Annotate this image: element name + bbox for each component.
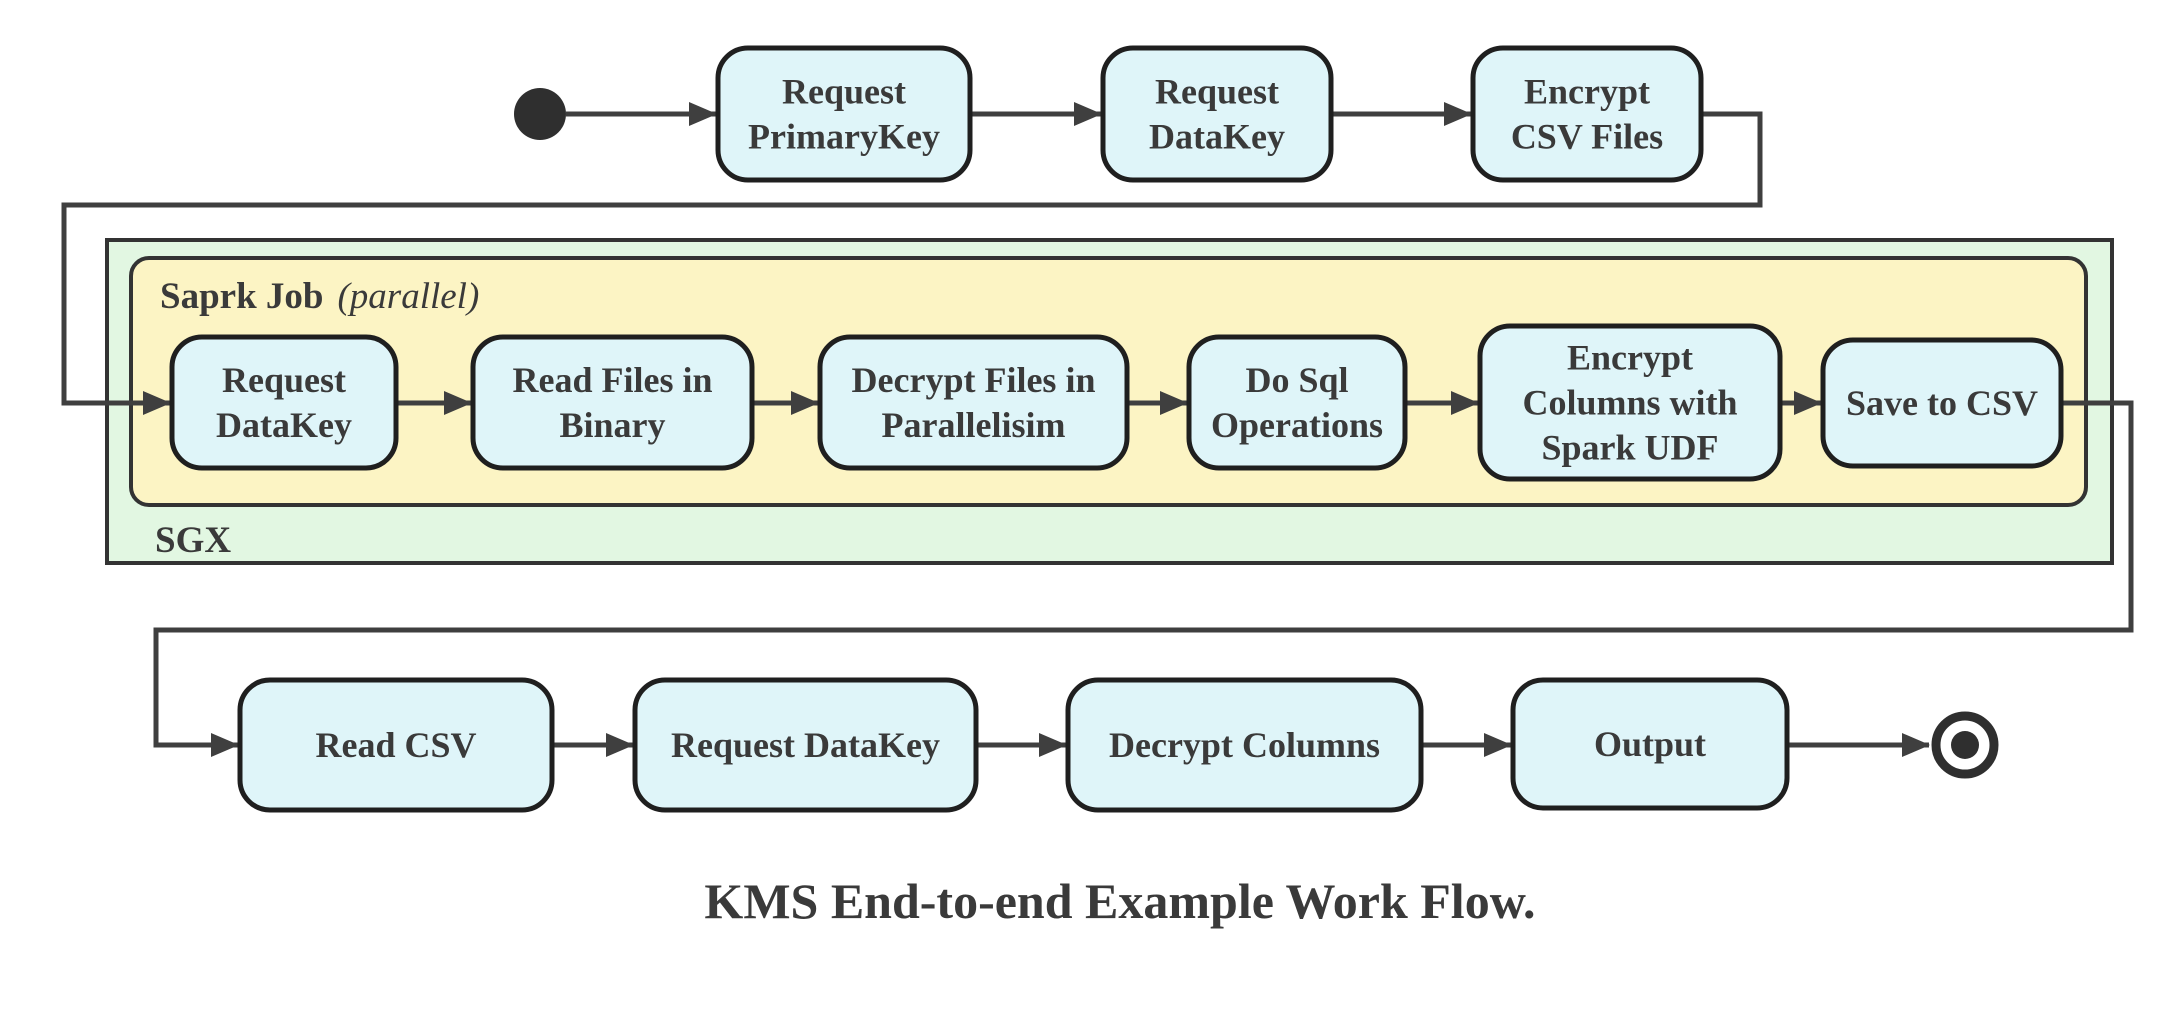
node-label-line: CSV Files	[1511, 117, 1663, 157]
node-label-line: Read CSV	[315, 725, 476, 765]
node-rect-read-csv	[237, 677, 555, 813]
node-read-csv: Read CSV	[237, 677, 555, 813]
node-label-line: Output	[1594, 724, 1706, 764]
node-label-read-csv: Read CSV	[315, 725, 476, 765]
node-label-line: Operations	[1211, 405, 1383, 445]
node-decrypt-files-parallel: Decrypt Files in Parallelisim	[817, 334, 1130, 471]
node-label-line: Spark UDF	[1541, 428, 1718, 468]
node-output: Output	[1510, 677, 1790, 811]
node-label-line: Read Files in	[512, 360, 712, 400]
node-read-files-binary: Read Files in Binary	[470, 334, 755, 471]
node-label-output: Output	[1594, 724, 1706, 764]
node-label-decrypt-files-parallel: Decrypt Files in Parallelisim	[852, 360, 1096, 445]
node-label-line: Encrypt	[1567, 338, 1693, 378]
sgx-label: SGX	[155, 520, 231, 561]
spark-job-label: Saprk Job (parallel)	[160, 276, 479, 317]
node-label-line: Binary	[559, 405, 665, 445]
node-label-line: Decrypt Files in	[852, 360, 1096, 400]
node-rect-request-datakey-top	[1100, 45, 1334, 183]
edges-group	[61, 102, 2134, 757]
node-label-line: DataKey	[216, 405, 352, 445]
node-save-to-csv: Save to CSV	[1820, 337, 2064, 469]
diagram-caption: KMS End-to-end Example Work Flow.	[704, 873, 1535, 929]
node-rect-output	[1510, 677, 1790, 811]
node-label-save-to-csv: Save to CSV	[1846, 383, 2038, 423]
node-request-datakey-client: Request DataKey	[632, 677, 979, 813]
node-rect-read-files-binary	[470, 334, 755, 471]
node-label-line: Request	[1155, 72, 1279, 112]
node-label-line: DataKey	[1149, 117, 1285, 157]
start-node	[514, 88, 566, 140]
node-rect-save-to-csv	[1820, 337, 2064, 469]
node-label-read-files-binary: Read Files in Binary	[512, 360, 712, 445]
end-node-dot	[1951, 731, 1979, 759]
node-label-line: Save to CSV	[1846, 383, 2038, 423]
node-label-line: Request	[222, 360, 346, 400]
node-label-line: Request DataKey	[671, 725, 940, 765]
node-rect-decrypt-columns	[1065, 677, 1424, 813]
spark-job-label-text: Saprk Job	[160, 276, 323, 317]
node-rect-request-datakey-sgx	[169, 334, 399, 471]
spark-job-qualifier: (parallel)	[337, 276, 479, 317]
node-label-request-datakey-client: Request DataKey	[671, 725, 940, 765]
flow-arrow-4	[61, 111, 1763, 415]
node-rect-encrypt-csv-files	[1470, 45, 1704, 183]
node-rect-do-sql-operations	[1186, 334, 1408, 471]
node-rect-decrypt-files-parallel	[817, 334, 1130, 471]
node-label-line: Parallelisim	[882, 405, 1066, 445]
node-rect-request-datakey-client	[632, 677, 979, 813]
node-label-line: Encrypt	[1524, 72, 1650, 112]
node-decrypt-columns: Decrypt Columns	[1065, 677, 1424, 813]
node-label-line: Do Sql	[1245, 360, 1348, 400]
end-node	[1931, 711, 1999, 779]
node-label-line: Request	[782, 72, 906, 112]
node-label-decrypt-columns: Decrypt Columns	[1109, 725, 1380, 765]
node-rect-encrypt-columns-udf	[1477, 323, 1783, 482]
node-rect-request-primarykey	[715, 45, 973, 183]
node-label-line: Decrypt Columns	[1109, 725, 1380, 765]
flow-arrow-10	[153, 400, 2134, 757]
node-label-line: PrimaryKey	[748, 117, 940, 157]
node-label-line: Columns with	[1522, 383, 1737, 423]
